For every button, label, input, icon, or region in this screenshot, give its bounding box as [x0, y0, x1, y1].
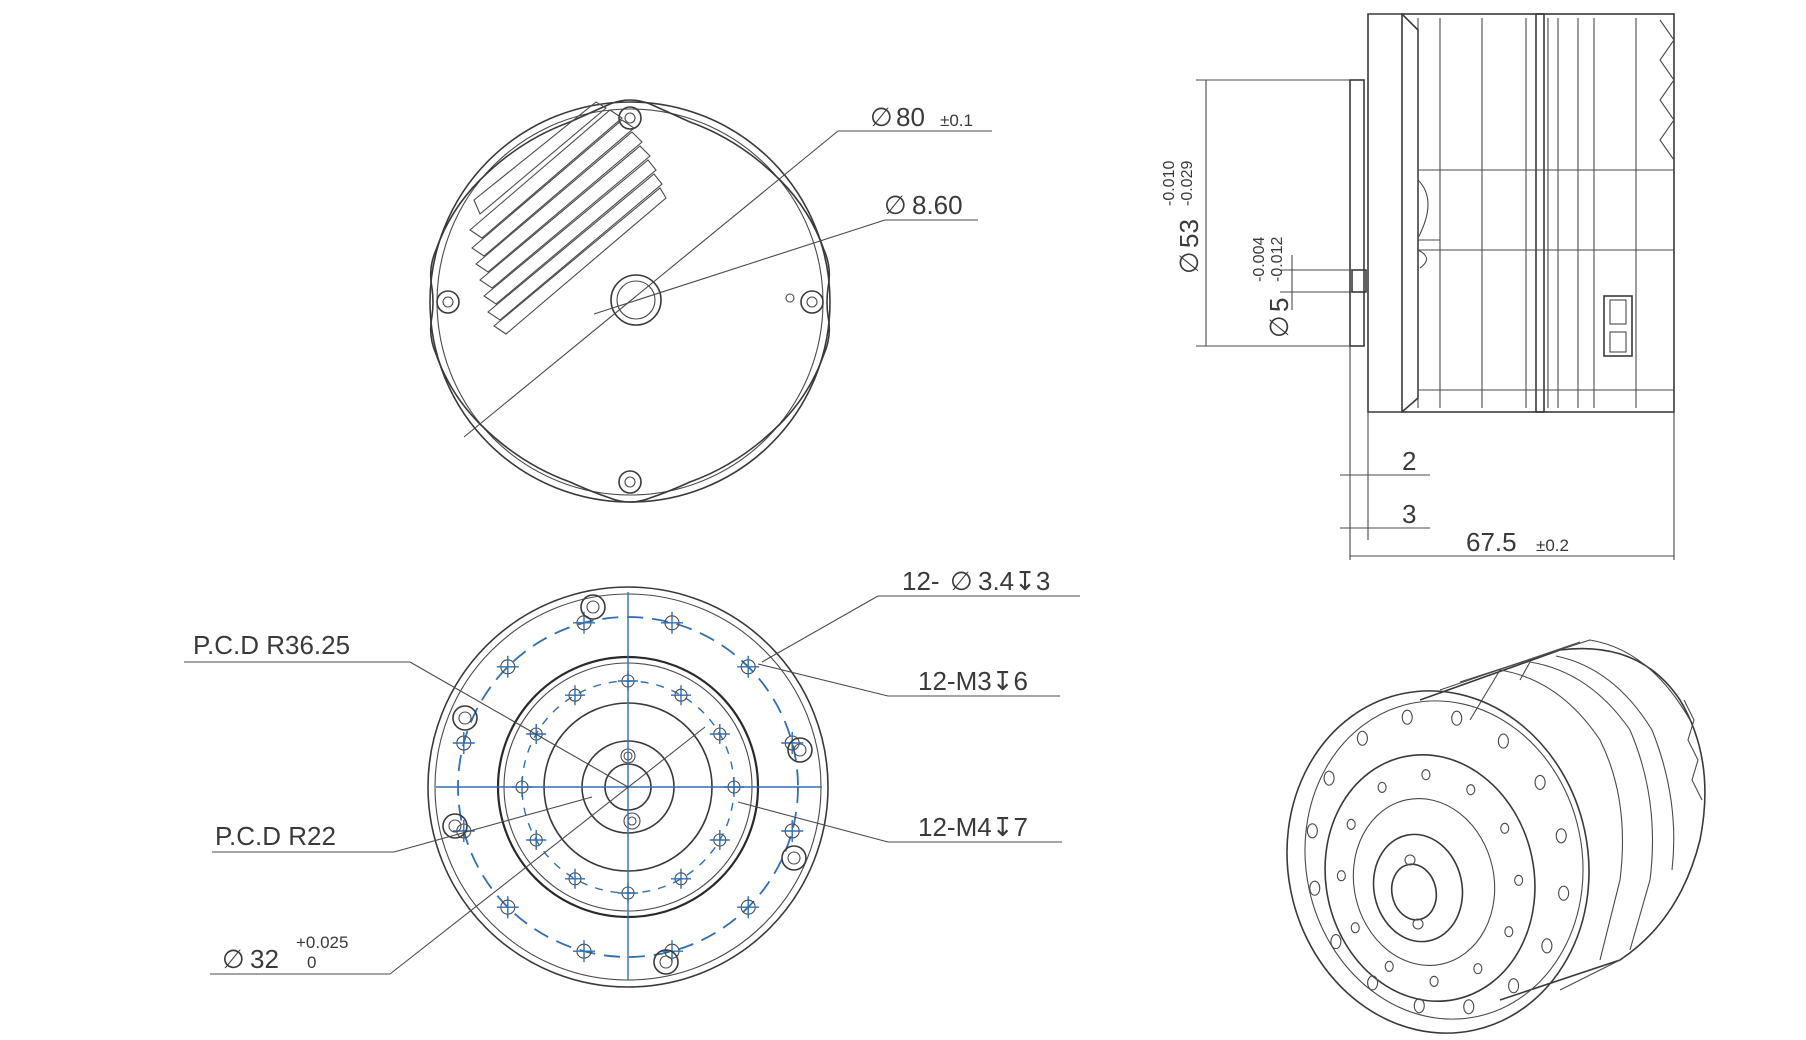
- side-connector: [1603, 295, 1633, 357]
- tap-m4-label: 12-M4↧7: [918, 812, 1028, 842]
- dim-53-value: 53: [1174, 219, 1204, 248]
- iso-flange-hole: [1534, 774, 1546, 790]
- iso-inner-hole: [1336, 870, 1346, 882]
- rear-heatsink-fins: [469, 101, 667, 335]
- side-shaft: [1351, 269, 1367, 293]
- dim-3-value: 3: [1402, 499, 1416, 529]
- leader-m4: [737, 801, 889, 843]
- dim-80-symbol: ∅: [870, 102, 893, 132]
- dim-80-value: 80: [896, 102, 925, 132]
- dim-53-tol-lower: -0.029: [1179, 161, 1196, 206]
- iso-housing: [1419, 647, 1706, 1001]
- pcd-outer-circle: [457, 616, 799, 958]
- iso-flange-hole: [1306, 823, 1318, 839]
- iso-inner-hole: [1421, 769, 1431, 781]
- front-view: P.C.D R36.25 P.C.D R22 ∅ 32 +0.025 0 12-…: [184, 566, 1080, 988]
- iso-inner-hole: [1377, 781, 1387, 793]
- hole-label-prefix: 12-: [902, 566, 940, 596]
- iso-inner-hole: [1466, 784, 1476, 796]
- dim-67-5-tolerance: ±0.2: [1536, 536, 1569, 555]
- leader-hole-3-4: [761, 595, 879, 663]
- dim-80-tolerance: ±0.1: [940, 111, 973, 130]
- iso-inner-hole: [1514, 874, 1524, 886]
- dim-2-value: 2: [1402, 446, 1416, 476]
- dim-leader-80: [463, 130, 839, 438]
- iso-flange-hole: [1508, 978, 1520, 994]
- inner-holes-m3: [512, 671, 744, 903]
- dim-53-symbol: ∅: [1174, 251, 1204, 274]
- iso-flange-hole: [1558, 885, 1570, 901]
- side-ring: [1535, 13, 1545, 413]
- dim-5-tol-lower: -0.012: [1269, 237, 1286, 282]
- iso-flange-holes: [1306, 709, 1570, 1015]
- dim-53-tol-upper: -0.010: [1161, 161, 1178, 206]
- side-housing: [1401, 13, 1675, 413]
- iso-flange-hole: [1555, 828, 1567, 844]
- iso-output-ring: [1324, 753, 1536, 1003]
- leader-bore-32: [389, 726, 706, 975]
- iso-hub: [1372, 833, 1464, 943]
- iso-flange-hole: [1323, 770, 1335, 786]
- rear-view: ∅ 80 ±0.1 ∅ 8.60: [429, 99, 992, 503]
- iso-flange-hole: [1497, 733, 1509, 749]
- dim-5-value: 5: [1264, 298, 1294, 312]
- isometric-view: [1286, 639, 1706, 1034]
- dim-8-60-symbol: ∅: [884, 190, 907, 220]
- pcd-inner-label: P.C.D R22: [215, 821, 336, 851]
- dim-leader-8-60: [593, 219, 886, 315]
- iso-flange-hole: [1309, 880, 1321, 896]
- iso-inner-hole: [1504, 926, 1514, 938]
- hole-label-rest: 3.4↧3: [978, 566, 1050, 596]
- large-holes-m4: [442, 594, 813, 975]
- pcd-outer-label: P.C.D R36.25: [193, 630, 350, 660]
- hole-label-symbol: ∅: [950, 566, 973, 596]
- iso-flange-hole: [1367, 975, 1379, 991]
- iso-flange-hole: [1451, 710, 1463, 726]
- dim-67-5-value: 67.5: [1466, 527, 1517, 557]
- tap-m3-label: 12-M3↧6: [918, 666, 1028, 696]
- iso-inner-hole: [1384, 960, 1394, 972]
- iso-inner-hole: [1473, 963, 1483, 975]
- dim-8-60-value: 8.60: [912, 190, 963, 220]
- iso-flange-hole: [1541, 938, 1553, 954]
- iso-inner-hole: [1429, 975, 1439, 987]
- iso-flange-hole: [1330, 934, 1342, 950]
- iso-inner-hole: [1500, 822, 1510, 834]
- side-body: [1367, 13, 1419, 413]
- leader-pcd-outer: [409, 661, 629, 788]
- iso-bore: [1390, 863, 1438, 921]
- bore-32-tol-lower: 0: [307, 953, 316, 972]
- rear-center-boss: [610, 274, 662, 326]
- side-view: ∅ 53 -0.010 -0.029 ∅ 5 -0.004 -0.012 2 3…: [1161, 13, 1675, 560]
- rear-plate-outline: [429, 99, 831, 503]
- dim-5-symbol: ∅: [1264, 315, 1294, 338]
- leader-m3: [757, 663, 889, 697]
- leader-pcd-inner: [393, 796, 593, 853]
- bore-32-tol-upper: +0.025: [296, 933, 348, 952]
- outer-holes-3-4: [452, 611, 804, 963]
- iso-flange-hole: [1413, 998, 1425, 1014]
- iso-inner-hole: [1346, 818, 1356, 830]
- side-output-flange: [1349, 79, 1365, 347]
- bore-32-symbol: ∅: [222, 944, 245, 974]
- rear-mount-holes: [436, 106, 824, 494]
- front-outer-rim: [427, 586, 829, 988]
- iso-flange-hole: [1463, 999, 1475, 1015]
- iso-flange-hole: [1401, 709, 1413, 725]
- iso-flange-hole: [1356, 730, 1368, 746]
- iso-front-flange: [1286, 690, 1590, 1034]
- bore-32-value: 32: [250, 944, 279, 974]
- iso-inner-hole: [1350, 922, 1360, 934]
- dim-5-tol-upper: -0.004: [1251, 237, 1268, 282]
